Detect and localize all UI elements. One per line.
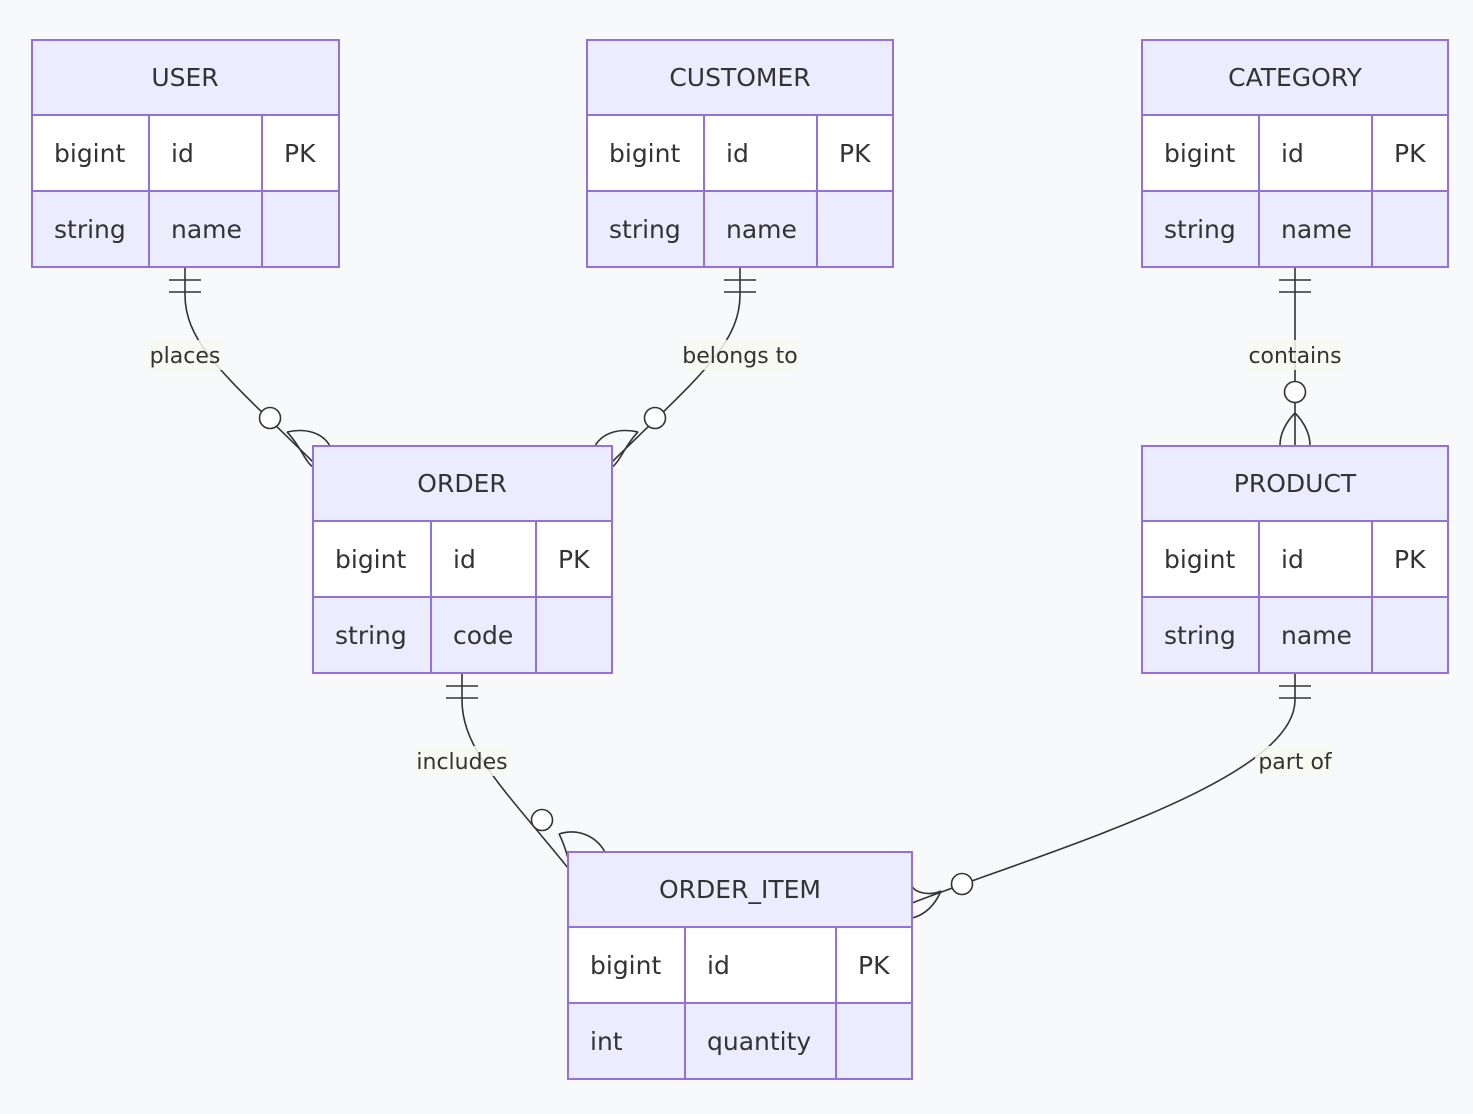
attribute-type: string	[54, 215, 126, 244]
attribute-type: bigint	[54, 139, 125, 168]
attribute-type: string	[609, 215, 681, 244]
relationship-belongs-to: belongs to	[594, 267, 798, 468]
one-marker-category	[1279, 279, 1311, 293]
attribute-name: id	[707, 951, 730, 980]
attribute-type: string	[1164, 215, 1236, 244]
one-marker-order	[446, 685, 478, 699]
relationship-label: contains	[1248, 344, 1341, 369]
attribute-type: bigint	[1164, 139, 1235, 168]
relationship-includes: includes	[415, 673, 606, 869]
attribute-key: PK	[1394, 139, 1426, 168]
attribute-key: PK	[558, 545, 590, 574]
attribute-type: bigint	[335, 545, 406, 574]
entity-product[interactable]: PRODUCT bigint id PK string name	[1141, 445, 1449, 674]
entity-title: PRODUCT	[1234, 469, 1357, 498]
attribute-name: id	[726, 139, 749, 168]
entity-user[interactable]: USER bigint id PK string name	[31, 39, 340, 268]
one-marker-customer	[724, 279, 756, 293]
relationship-places: places	[148, 267, 331, 468]
entity-category[interactable]: CATEGORY bigint id PK string name	[1141, 39, 1449, 268]
relationship-label: includes	[416, 750, 507, 775]
many-marker-customer-order	[594, 406, 667, 468]
attribute-type: int	[590, 1027, 623, 1056]
attribute-key: PK	[858, 951, 890, 980]
entity-title: ORDER	[417, 469, 506, 498]
attribute-type: bigint	[1164, 545, 1235, 574]
entity-title: CATEGORY	[1228, 63, 1363, 92]
one-marker-product	[1279, 685, 1311, 699]
relationship-label: belongs to	[682, 344, 798, 369]
relationship-label: places	[150, 344, 221, 369]
one-marker-user	[169, 279, 201, 293]
attribute-name: name	[1281, 621, 1352, 650]
attribute-key: PK	[839, 139, 871, 168]
attribute-name: id	[1281, 545, 1304, 574]
entity-customer[interactable]: CUSTOMER bigint id PK string name	[586, 39, 894, 268]
many-marker-user-order	[258, 406, 331, 468]
relationship-part-of: part of	[911, 673, 1335, 919]
attribute-name: quantity	[707, 1027, 811, 1056]
entity-title: USER	[151, 63, 218, 92]
entity-order-item[interactable]: ORDER_ITEM bigint id PK int quantity	[567, 851, 913, 1080]
relationship-label: part of	[1258, 750, 1333, 775]
attribute-name: id	[171, 139, 194, 168]
attribute-type: string	[335, 621, 407, 650]
many-marker-product-item	[911, 872, 974, 919]
attribute-name: id	[453, 545, 476, 574]
attribute-name: name	[1281, 215, 1352, 244]
many-marker-order-item	[530, 808, 606, 867]
entity-title: CUSTOMER	[669, 63, 810, 92]
attribute-type: bigint	[609, 139, 680, 168]
relationship-contains: contains	[1247, 267, 1343, 446]
attribute-key: PK	[284, 139, 316, 168]
many-marker-category-product	[1279, 380, 1311, 446]
attribute-key: PK	[1394, 545, 1426, 574]
attribute-name: name	[726, 215, 797, 244]
attribute-type: bigint	[590, 951, 661, 980]
attribute-name: code	[453, 621, 513, 650]
attribute-name: id	[1281, 139, 1304, 168]
attribute-type: string	[1164, 621, 1236, 650]
entity-order[interactable]: ORDER bigint id PK string code	[312, 445, 613, 674]
entity-title: ORDER_ITEM	[659, 875, 821, 904]
attribute-name: name	[171, 215, 242, 244]
